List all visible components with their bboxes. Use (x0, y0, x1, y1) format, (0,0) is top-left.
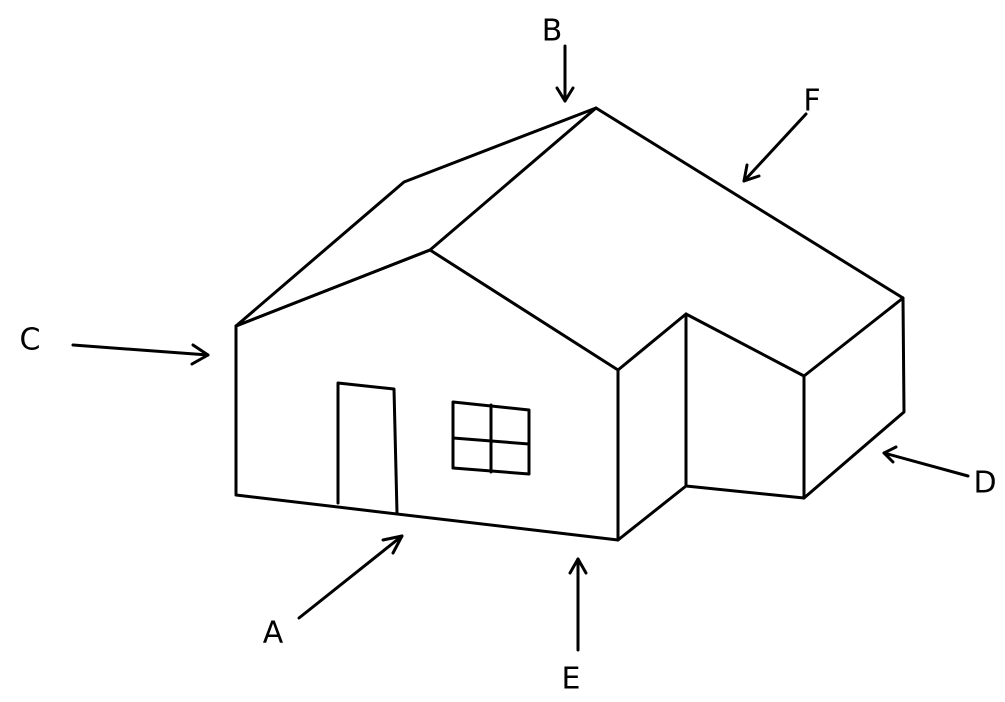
label-e: E (562, 662, 581, 697)
wing-wall (684, 374, 806, 500)
house-drawing (234, 106, 906, 542)
window (451, 400, 531, 476)
front-wall (234, 324, 620, 542)
wing-gable (684, 312, 806, 378)
label-f: F (803, 84, 820, 119)
wing-side (802, 296, 906, 500)
arrow-b (555, 44, 575, 103)
arrow-e (568, 557, 588, 652)
label-a: A (263, 616, 284, 651)
label-b: B (542, 14, 563, 49)
label-d: D (973, 466, 996, 501)
label-c: C (20, 323, 41, 358)
side-wall-inner (616, 312, 688, 542)
right-roof-slope (594, 106, 905, 300)
arrow-d (882, 445, 970, 478)
arrow-c (71, 343, 210, 366)
front-gable (234, 248, 620, 372)
arrow-f (742, 112, 808, 183)
arrow-a (297, 534, 404, 620)
door (336, 381, 399, 515)
left-roof-plane (234, 106, 598, 328)
